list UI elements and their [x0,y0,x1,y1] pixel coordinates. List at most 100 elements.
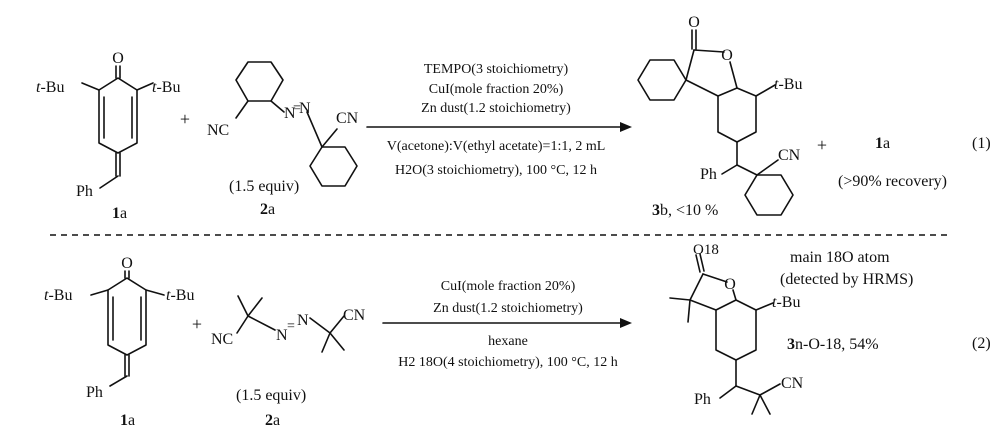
azo2-me-right-b [329,332,345,351]
reaction-1-arrowhead [620,122,632,132]
p2-co-a [695,254,701,273]
plus-sign-1a: + [180,109,190,129]
r2-condition-4: H2 18O(4 stoichiometry), 100 °C, 12 h [398,355,617,370]
sm2-tbu-left-bond [90,289,109,296]
p1-carbonyl-oxygen: O [688,14,700,31]
azo1-bond-nc [235,100,249,119]
azo1-n2: N [299,100,311,117]
azo1-bond-n2 [306,111,323,148]
azo2-me-right-a [321,332,331,353]
p1-ph-bond [721,164,738,175]
sm1-compound-label: 1a [112,205,127,222]
sm2-phenyl: Ph [86,384,103,401]
azo2-n-double: = [287,319,295,334]
sm1-phenyl: Ph [76,183,93,200]
azo1-equiv: (1.5 equiv) [229,178,299,195]
p1-tbu-bond [755,84,776,97]
p2-me2-b [759,394,771,415]
r2-condition-1: CuI(mole fraction 20%) [441,279,576,294]
p2-quat-to-arene [689,299,717,311]
recovery-note: (>90% recovery) [838,173,947,190]
azo1-ring-right [309,146,358,187]
p2-ring-oxygen: O [724,276,736,293]
sm1-tbu-left-bond [81,82,100,91]
p1-cyclohexyl-ring [744,174,794,216]
sm2-compound-label: 1a [120,412,135,429]
azo2-n1-bond [247,315,276,331]
sm2-tbu-right-bond [145,289,165,296]
p2-benzene [715,299,757,361]
p2-quat-to-carbonyl [689,273,704,301]
azo2-me-left-a [237,295,249,317]
sm1-tbu-right: t-Bu [152,79,180,96]
azo2-nc-label: NC [211,331,233,348]
sm1-tbu-left: t-Bu [36,79,64,96]
p2-me-b [687,299,691,323]
r2-condition-3: hexane [488,334,528,349]
reaction-2: O t-Bu t-Bu Ph 1a + NC N = [44,242,991,429]
p1-ringO-to-arene [729,61,738,89]
quinone-methide-1a: O t-Bu t-Bu Ph 1a [36,50,180,222]
azo1-ring-left [235,61,284,102]
p2-phenyl: Ph [694,391,711,408]
p1-cn: CN [778,147,801,164]
r1-condition-1: TEMPO(3 stoichiometry) [424,62,569,77]
r2-condition-2: Zn dust(1.2 stoichiometry) [433,301,583,316]
p2-co-b [699,253,705,272]
equation-number-2: (2) [972,335,991,352]
azo1-nc-label: NC [207,122,229,139]
p1-spiro-to-carbonyl [685,49,695,81]
azo2-compound-label: 2a [265,412,280,429]
o18-annotation-line1: main 18O atom [790,249,890,266]
p2-tbu: t-Bu [772,294,800,311]
p2-ringO-to-arene [732,289,737,301]
p1-carbonyl-to-ringO [693,49,725,53]
p1-phenyl: Ph [700,166,717,183]
azo2-equiv: (1.5 equiv) [236,387,306,404]
azo1-bond-n1 [270,100,285,113]
azo-initiator-2a: NC N = N CN (1.5 equiv) 2a [207,61,359,218]
sm2-tbu-right: t-Bu [166,287,194,304]
recovered-1a-label: 1a [875,135,890,152]
azo1-n1: N [284,105,296,122]
o18-annotation-line2: (detected by HRMS) [780,271,913,288]
sm1-benzylidene-bond [99,175,119,189]
p1-cn-bond [756,159,779,176]
azo1-compound-label: 2a [260,201,275,218]
r1-condition-2: CuI(mole fraction 20%) [429,82,564,97]
p2-carbonyl-to-ringO [702,273,728,283]
p2-compound-label: 3n-O-18, 54% [787,336,879,353]
azo-initiator-2a-r2: NC N = N CN (1.5 equiv) 2a [211,295,366,429]
plus-sign-2a: + [192,314,202,334]
azo2-cn-bond [329,315,345,334]
azo2-me-left-b [247,297,263,317]
p1-cyhex-bond [736,164,758,176]
azo2-n2-bond [309,317,331,334]
azo1-bond-cn [321,128,338,148]
r1-condition-5: H2O(3 stoichiometry), 100 °C, 12 h [395,163,597,178]
sm1-oxygen: O [112,50,124,67]
reaction-2-arrowhead [620,318,632,328]
p2-cn: CN [781,375,804,392]
p2-tbu-bond [755,302,774,311]
p2-ph-bond [719,385,737,399]
p2-cn-bond [759,383,781,396]
plus-sign-1b: + [817,135,827,155]
product-3n-O-18: O18 O t-Bu Ph CN 3n-O-18, 54% [669,242,879,415]
sm2-tbu-left: t-Bu [44,287,72,304]
sm2-oxygen: O [121,255,133,272]
equation-number-1: (1) [972,135,991,152]
azo2-cn-label: CN [343,307,366,324]
p1-benzene [717,87,757,143]
p1-tbu: t-Bu [774,76,802,93]
p2-me2-a [751,394,761,415]
sm2-benzylidene-bond [109,375,128,387]
p2-carbonyl-oxygen: O18 [693,242,719,258]
azo2-n2: N [297,312,309,329]
p2-quat2-bond [735,385,761,396]
sm1-tbu-right-bond [136,82,154,91]
product-3b: O O t-Bu Ph CN 3b, <10 % [637,14,802,219]
r1-condition-4: V(acetone):V(ethyl acetate)=1:1, 2 mL [387,139,606,154]
p1-spiro-to-arene [685,79,719,97]
